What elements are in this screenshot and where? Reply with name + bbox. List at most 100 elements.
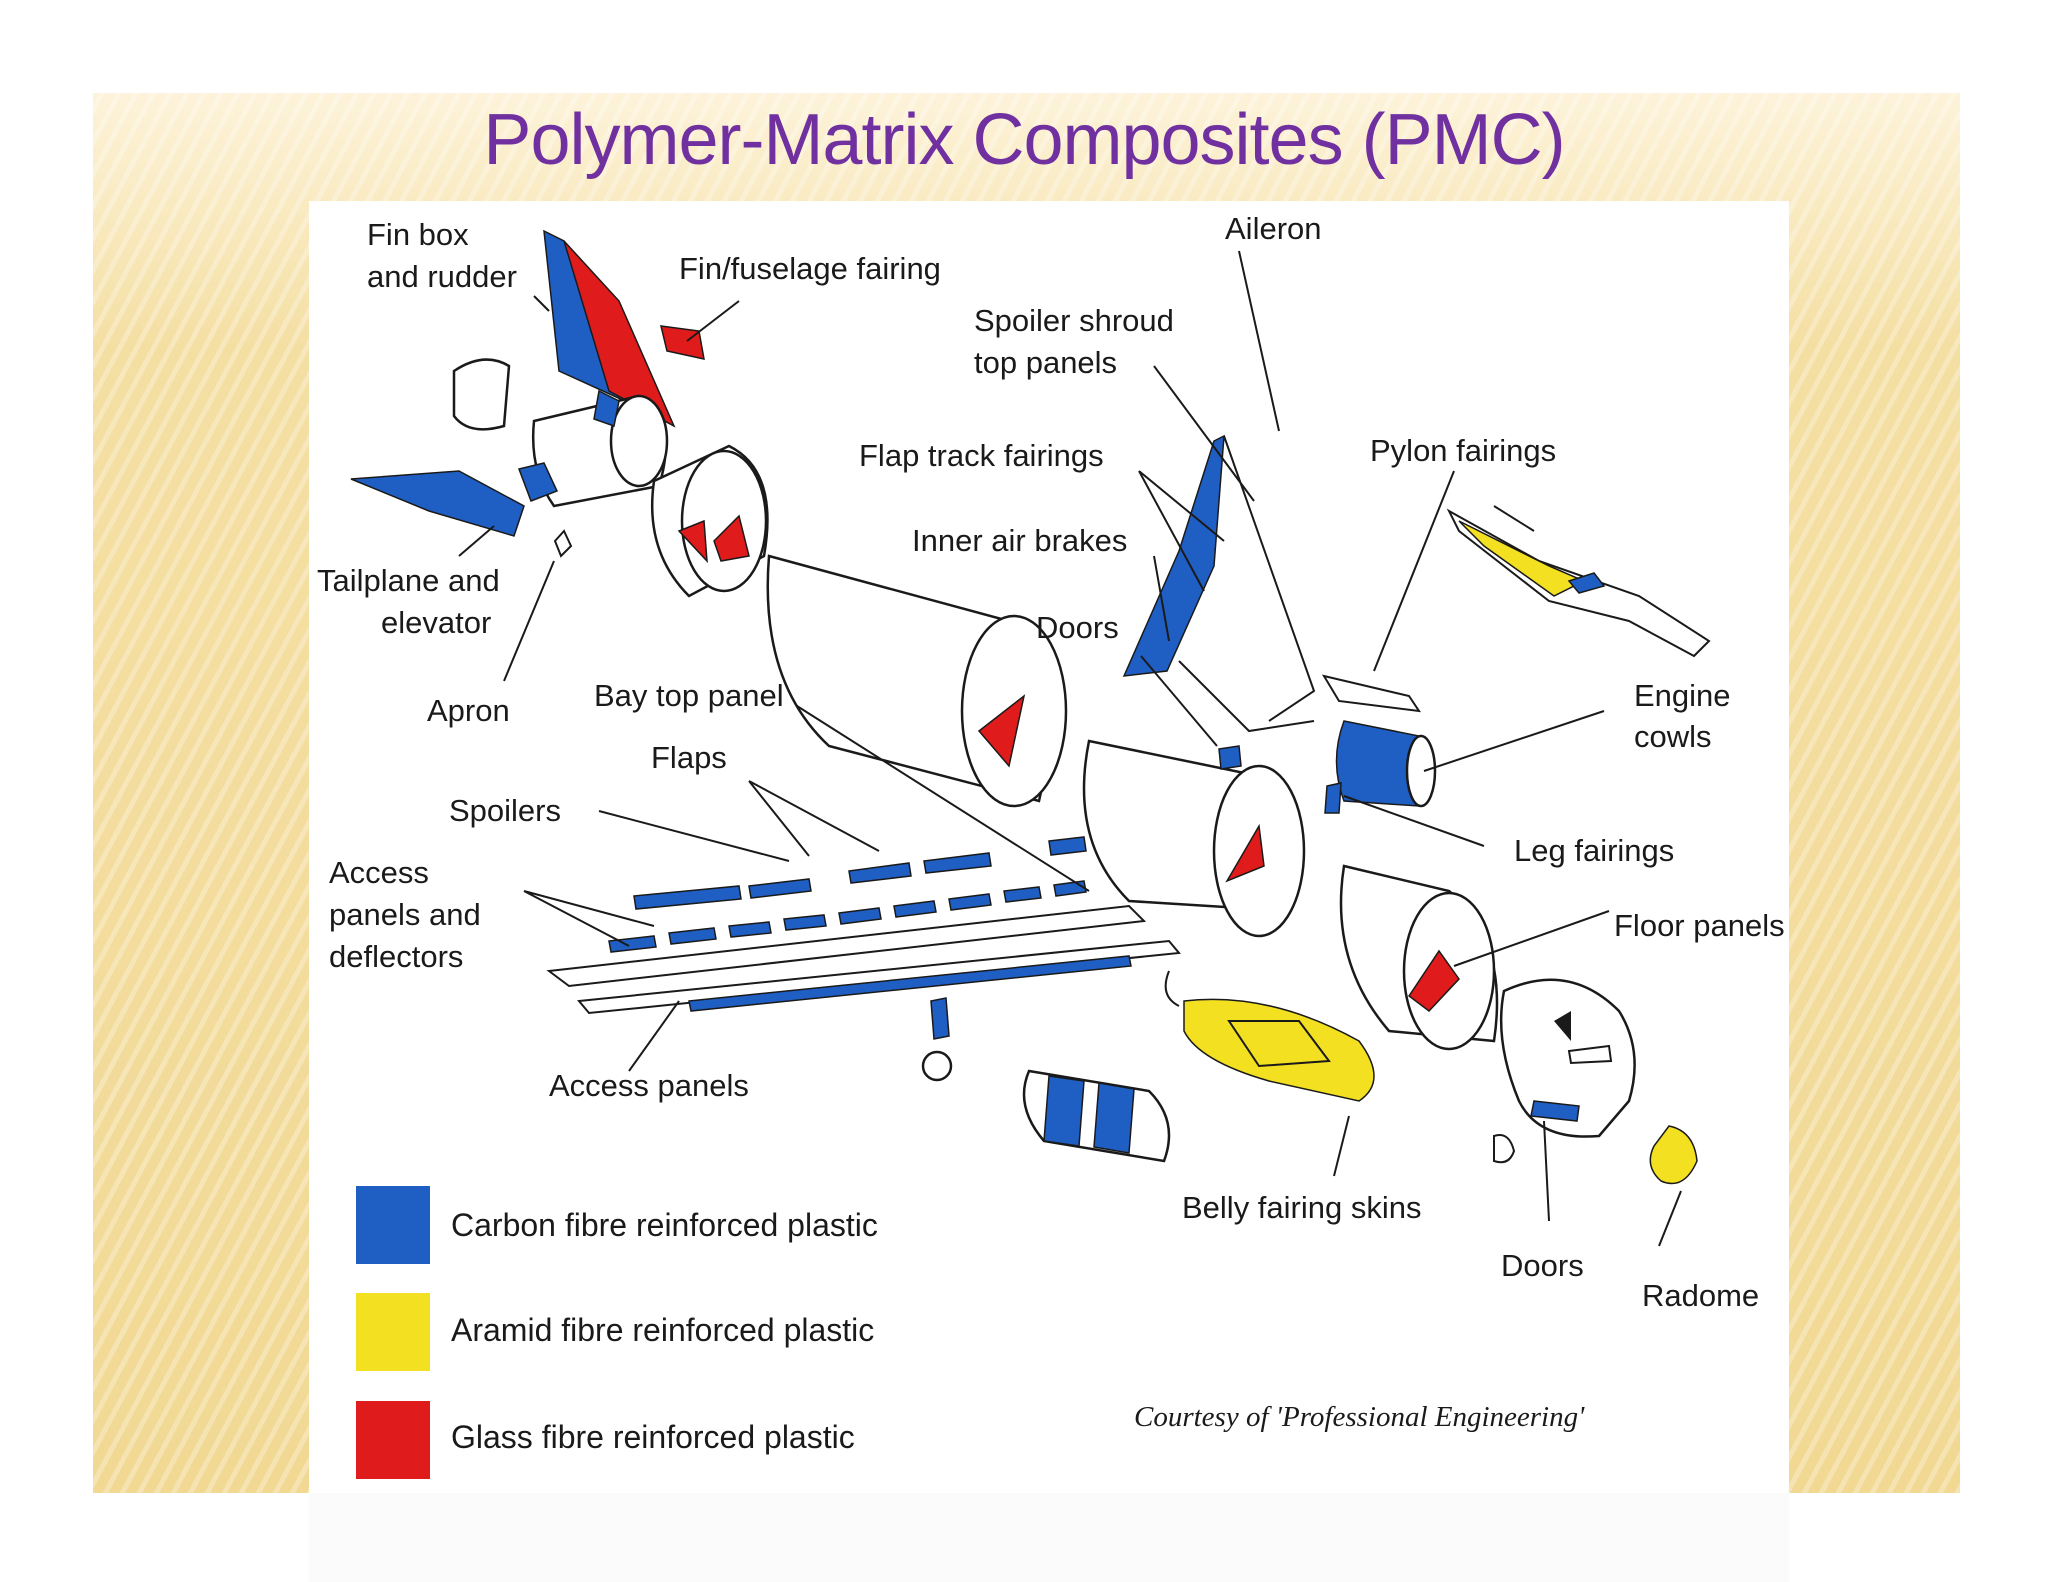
label-flap-track-fairings: Flap track fairings — [859, 438, 1104, 473]
label-engine-cowls-2: cowls — [1634, 719, 1712, 754]
leg-fairing-part — [1324, 782, 1342, 814]
pylon-fairing-part — [1458, 520, 1586, 597]
label-leg-fairings: Leg fairings — [1514, 833, 1674, 868]
label-fin-fuselage-fairing: Fin/fuselage fairing — [679, 251, 941, 286]
main-wheel — [921, 1050, 953, 1082]
figure-bottom-margin — [309, 1493, 1789, 1582]
leader-belly — [1333, 1115, 1350, 1177]
pylon-carbon-part — [1567, 572, 1606, 594]
centre-fuselage — [1082, 739, 1306, 938]
nose-section — [1499, 978, 1636, 1138]
legend-label-aramid: Aramid fibre reinforced plastic — [451, 1312, 874, 1348]
leader-radome — [1658, 1190, 1682, 1247]
leader-aileron — [1238, 250, 1280, 432]
engine-pylon-assembly — [1446, 508, 1711, 658]
access-panel-4 — [783, 914, 827, 931]
engine-carbon-1 — [1043, 1075, 1085, 1147]
leader-access-panels — [628, 1000, 680, 1072]
label-doors-bottom: Doors — [1501, 1248, 1584, 1283]
leader-apron — [503, 560, 555, 682]
nose-door-part — [1530, 1100, 1580, 1122]
label-floor-panels: Floor panels — [1614, 908, 1785, 943]
leader-inner-air-brakes — [1153, 555, 1170, 642]
label-tailplane-1: Tailplane and — [317, 563, 500, 598]
rudder-part — [563, 240, 676, 428]
door-part — [1218, 745, 1242, 770]
lower-flap-outline — [577, 939, 1181, 1015]
aircraft-composites-diagram: Fin box and rudder Fin/fuselage fairing … — [309, 201, 1789, 1493]
leader-spoilers — [598, 810, 790, 862]
label-spoiler-shroud-1: Spoiler shroud — [974, 303, 1174, 338]
flap-part-2 — [923, 852, 992, 874]
tailplane-part — [350, 470, 525, 537]
access-panel-7 — [948, 893, 992, 911]
tail-cone — [452, 358, 511, 431]
leader-leg-fairings — [1343, 795, 1485, 847]
access-panel-2 — [668, 927, 717, 945]
label-radome: Radome — [1642, 1278, 1759, 1313]
fin-fuselage-fairing-part — [660, 325, 705, 360]
legend: Carbon fibre reinforced plastic Aramid f… — [356, 1186, 878, 1479]
belly-and-engine — [1022, 970, 1516, 1164]
label-inner-air-brakes: Inner air brakes — [912, 523, 1127, 558]
bay-top-panel-part — [1048, 836, 1087, 856]
belly-fairing-skin — [1183, 998, 1375, 1102]
leader-spoiler-shroud — [1153, 365, 1255, 502]
flaps-spoilers — [546, 836, 1181, 1082]
apron-part — [553, 529, 573, 558]
label-access-deflectors-1: Access — [329, 855, 429, 890]
label-engine-cowls-1: Engine — [1634, 678, 1731, 713]
legend-swatch-aramid — [356, 1293, 430, 1371]
spoiler-1 — [633, 885, 742, 910]
label-fin-box-1: Fin box — [367, 217, 469, 252]
aft-bulkhead — [680, 449, 768, 593]
leader-bay-top — [796, 705, 1090, 892]
lower-access-strip — [688, 955, 1132, 1012]
label-access-deflectors-3: deflectors — [329, 939, 463, 974]
wing — [1122, 434, 1422, 733]
legend-label-carbon: Carbon fibre reinforced plastic — [451, 1207, 878, 1243]
label-spoilers: Spoilers — [449, 793, 561, 828]
belly-arrow — [1164, 970, 1180, 1007]
forward-fuselage — [1339, 864, 1698, 1185]
spoiler-2 — [748, 878, 812, 899]
leader-fin-fairing — [686, 300, 740, 342]
centre-glass — [1225, 823, 1265, 883]
nose-wheel — [1493, 1134, 1516, 1164]
label-bay-top-panel: Bay top panel — [594, 678, 784, 713]
wing-root-outline — [1178, 660, 1315, 733]
leader-floor-panels — [1453, 910, 1610, 967]
legend-swatch-carbon — [356, 1186, 430, 1264]
aft-fuselage — [650, 444, 1068, 808]
aft-bulkhead-glass-2 — [713, 514, 750, 562]
credit-text: Courtesy of 'Professional Engineering' — [1134, 1401, 1585, 1433]
trailing-edge-outline — [546, 904, 1147, 988]
nose-door-opening — [1554, 1011, 1571, 1041]
engine-cowls — [1324, 720, 1437, 814]
label-belly-fairing-skins: Belly fairing skins — [1182, 1190, 1421, 1225]
pylon-outline — [1321, 674, 1422, 713]
label-access-deflectors-2: panels and — [329, 897, 481, 932]
floor-panel-glass — [1407, 949, 1460, 1013]
tail-section — [350, 229, 705, 558]
pylon-structure — [1446, 508, 1711, 658]
flap-part-1 — [848, 862, 912, 884]
undercarriage-door — [930, 997, 950, 1040]
aft-bulkhead-glass-1 — [677, 519, 708, 564]
leader-doors-bottom — [1543, 1120, 1550, 1222]
fin-root-fairing — [593, 389, 620, 427]
cockpit-windows — [1567, 1044, 1613, 1065]
label-flaps: Flaps — [651, 740, 727, 775]
leader-pylon — [1373, 470, 1455, 672]
leader-flaps — [748, 780, 880, 857]
label-pylon-fairings: Pylon fairings — [1370, 433, 1556, 468]
elevator-hinge — [517, 462, 559, 502]
legend-label-glass: Glass fibre reinforced plastic — [451, 1419, 855, 1455]
label-tailplane-2: elevator — [381, 605, 491, 640]
access-panel-8 — [1003, 886, 1042, 903]
label-spoiler-shroud-2: top panels — [974, 345, 1117, 380]
leader-pylon-2 — [1493, 505, 1535, 532]
label-aileron: Aileron — [1225, 211, 1322, 246]
access-panel-9 — [1053, 880, 1087, 897]
access-panel-5 — [838, 907, 882, 925]
